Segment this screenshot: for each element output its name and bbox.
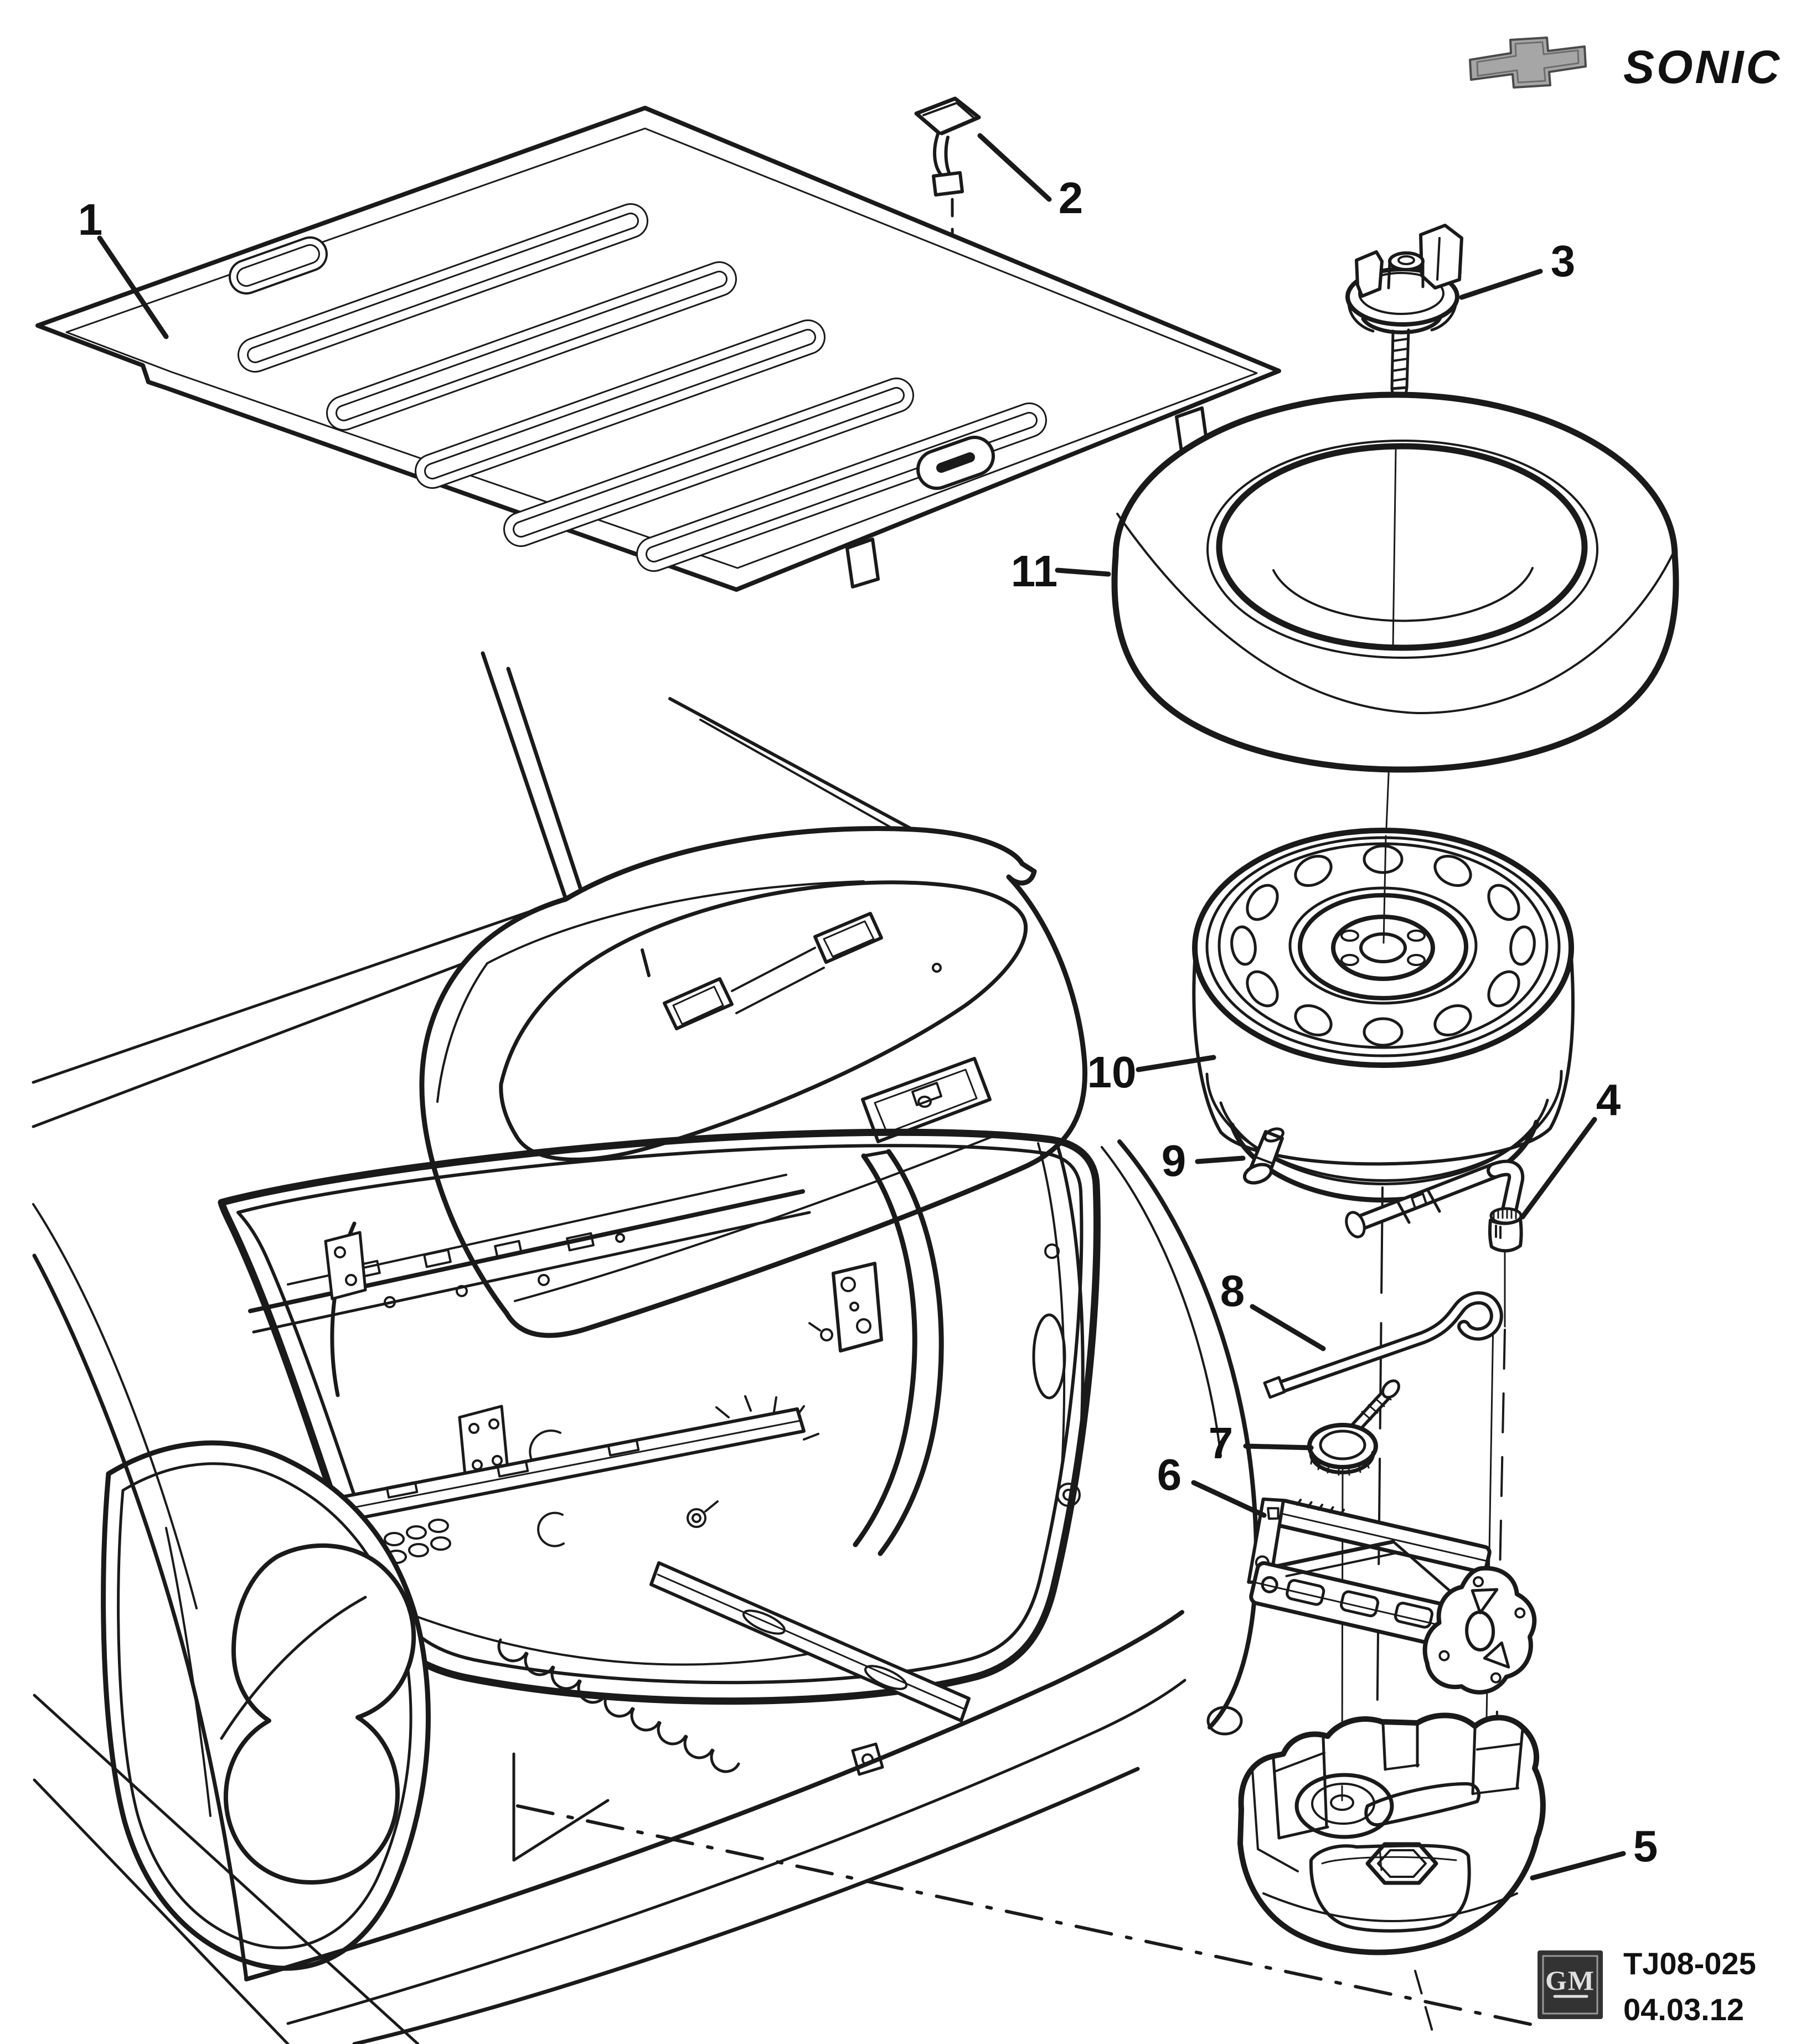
callout-6: 6	[1157, 1450, 1182, 1499]
part-1-load-floor-panel	[35, 106, 1281, 592]
gm-logo: GM	[1538, 1950, 1603, 2019]
vehicle-rear-illustration	[32, 651, 1536, 2044]
body-silhouette	[32, 1139, 1258, 2044]
document-number: TJ08-025	[1623, 1946, 1756, 1981]
gm-logo-text: GM	[1545, 1965, 1595, 1996]
section-datum-lines	[512, 1752, 1536, 2027]
trunk-back-wall-details	[352, 1232, 833, 1528]
part-4-wheel-wrench	[1345, 1159, 1525, 1253]
part-2-retainer-clip	[914, 96, 981, 197]
callout-8: 8	[1220, 1266, 1245, 1315]
part-11-spare-tire	[1111, 391, 1679, 773]
part-9-valve-stem	[1242, 1127, 1284, 1185]
callout-5: 5	[1633, 1821, 1658, 1871]
rim-bolt-holes	[1340, 930, 1426, 966]
callout-numbers: 1 2 3 4 5 6 7 8 9 10 11	[78, 173, 1658, 1871]
callout-4: 4	[1596, 1075, 1621, 1124]
tail-lamp	[101, 1440, 431, 1971]
part-7-bolt-and-washer	[1307, 1379, 1400, 1476]
hinge-plate-holes	[384, 1418, 565, 1564]
liftgate-panel	[419, 826, 1088, 1338]
document-date: 04.03.12	[1623, 1992, 1744, 2027]
trunk-opening	[218, 1128, 1101, 1776]
model-name: SONIC	[1623, 41, 1782, 93]
part-3-wing-bolt-retainer	[1345, 224, 1463, 416]
panel-clip-hole	[916, 436, 995, 490]
callout-leaders	[97, 133, 1626, 1881]
center-line-through-tire	[1392, 448, 1397, 648]
header-brand: SONIC	[1469, 37, 1782, 93]
callout-1: 1	[78, 195, 103, 244]
part-8-hook-rod	[1263, 1291, 1503, 1399]
callout-11: 11	[1011, 546, 1058, 596]
part-6-jack	[1247, 1497, 1537, 1695]
part-10-spare-wheel-rim	[1192, 828, 1575, 1203]
center-line-to-hub	[1382, 835, 1387, 944]
panel-ribs	[238, 203, 1047, 572]
jack-carrier-bracket	[1422, 1566, 1537, 1695]
callout-2: 2	[1059, 173, 1084, 223]
callout-10: 10	[1087, 1047, 1137, 1097]
cross-member-slots	[385, 1439, 640, 1499]
callout-7: 7	[1209, 1418, 1234, 1468]
callout-9: 9	[1162, 1136, 1186, 1185]
chevrolet-bowtie-icon	[1469, 37, 1587, 89]
rim-vent-holes	[1230, 844, 1536, 1047]
footer-block: GM TJ08-025 04.03.12	[1538, 1946, 1756, 2027]
part-5-foam-tool-tray	[1237, 1712, 1546, 1955]
callout-3: 3	[1551, 236, 1576, 286]
